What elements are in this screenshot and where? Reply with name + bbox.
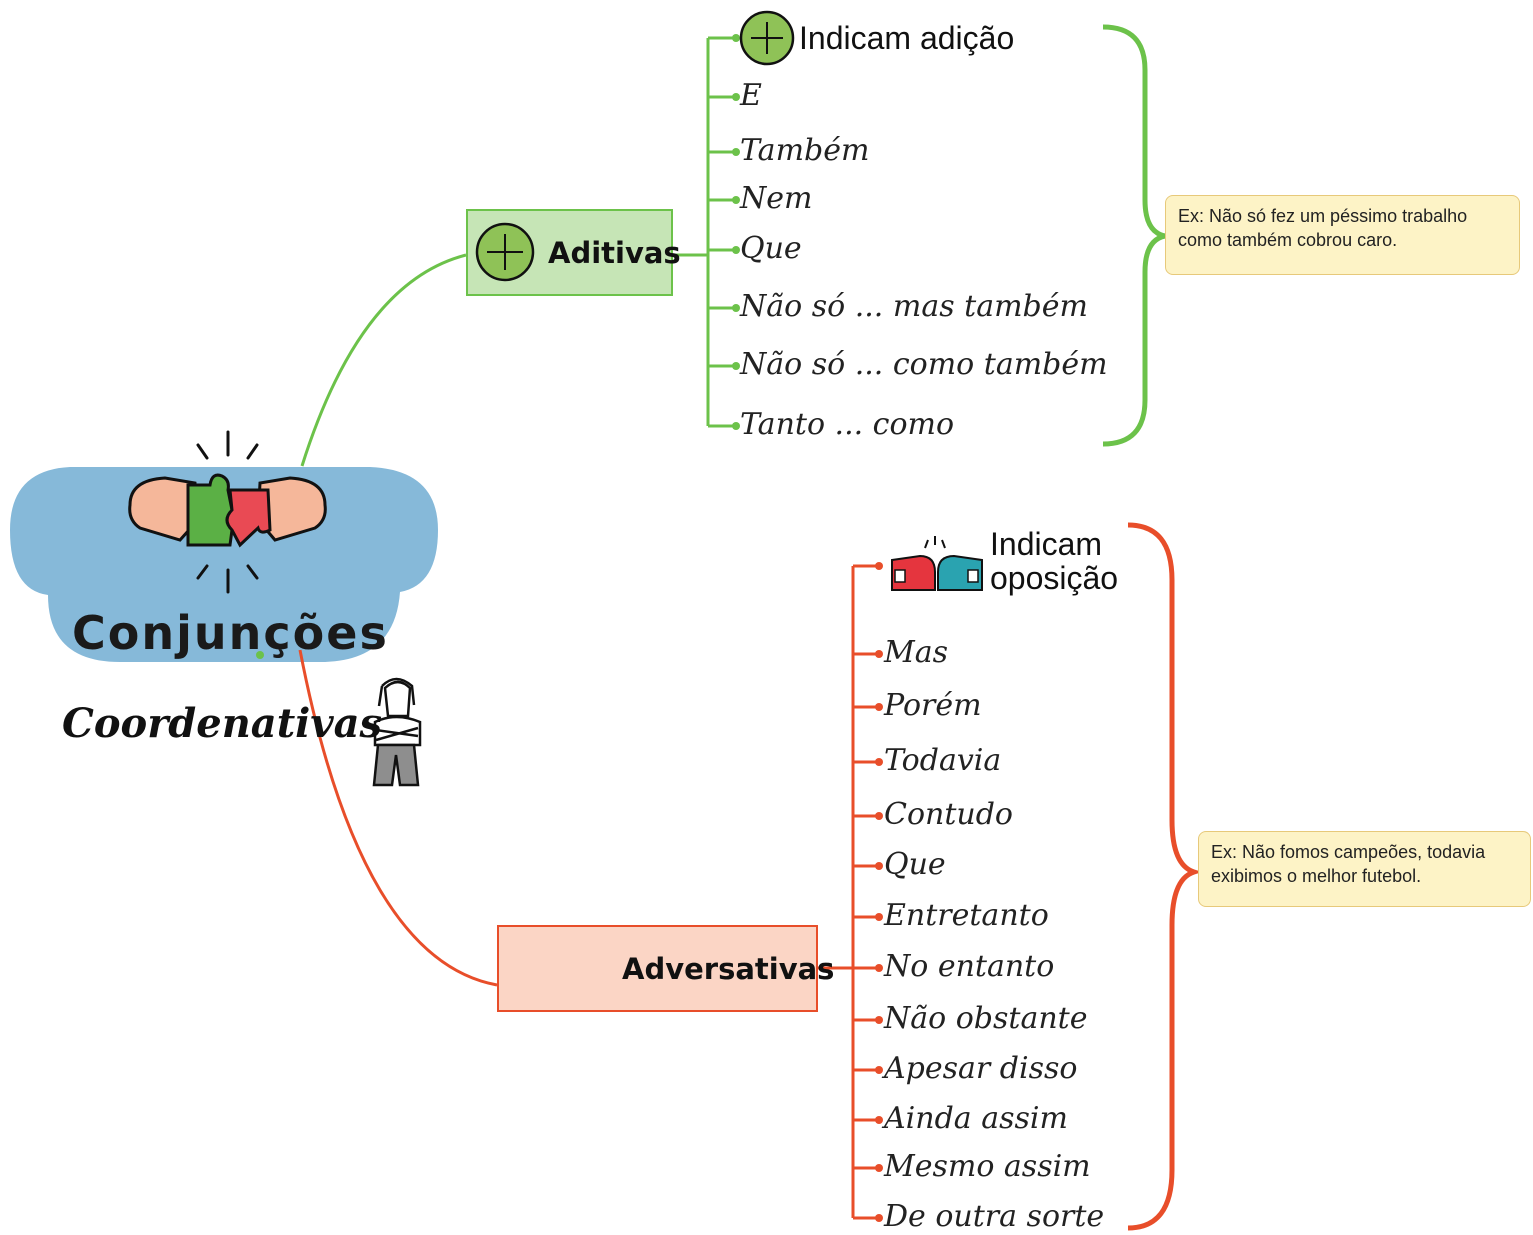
list-item: Que [740,231,802,266]
central-cloud [10,467,438,662]
adversativas-header: Indicam oposição [990,527,1118,595]
list-item: Apesar disso [884,1051,1078,1086]
example-note-aditivas: Ex: Não só fez um péssimo trabalho como … [1165,195,1520,275]
list-item: Tanto ... como [740,407,955,442]
list-item: No entanto [884,949,1055,984]
list-item: Que [884,847,946,882]
list-item: De outra sorte [884,1199,1105,1234]
central-title: Conjunções [72,606,389,660]
plus-circle-icon [475,222,535,282]
branch-node-aditivas[interactable]: Aditivas [466,209,681,296]
list-item: Não só ... como também [740,347,1108,382]
connector-aditivas [300,253,467,467]
list-item: Todavia [884,743,1002,778]
list-item: Contudo [884,797,1013,832]
list-item: Ainda assim [884,1101,1068,1136]
plus-circle-icon [739,10,795,66]
aditivas-tree [673,36,735,428]
puzzle-hands-icon [128,430,327,594]
branch-node-adversativas[interactable]: Adversativas [497,925,834,1012]
boxing-gloves-icon [891,536,983,591]
person-arms-crossed-icon [372,677,422,787]
adversativas-header-line2: oposição [990,560,1119,596]
adversativas-brace [1127,522,1203,1231]
aditivas-header: Indicam adição [799,20,1015,56]
branch-label-aditivas: Aditivas [548,235,681,270]
list-item: Não só ... mas também [740,289,1088,324]
list-item: Não obstante [884,1001,1088,1036]
adversativas-tree [818,564,878,1220]
list-item: Mesmo assim [884,1149,1091,1184]
list-item: Entretanto [884,898,1049,933]
example-note-adversativas: Ex: Não fomos campeões, todavia exibimos… [1198,831,1531,907]
adversativas-header-line1: Indicam [990,526,1103,562]
list-item: Porém [884,688,982,723]
connector-adversativas [298,649,498,987]
central-subtitle: Coordenativas [62,700,383,747]
branch-label-adversativas: Adversativas [622,951,835,986]
list-item: Nem [740,181,813,216]
aditivas-brace [1102,24,1166,447]
list-item: Mas [884,635,948,670]
list-item: Também [740,133,870,168]
list-item: E [740,78,762,113]
